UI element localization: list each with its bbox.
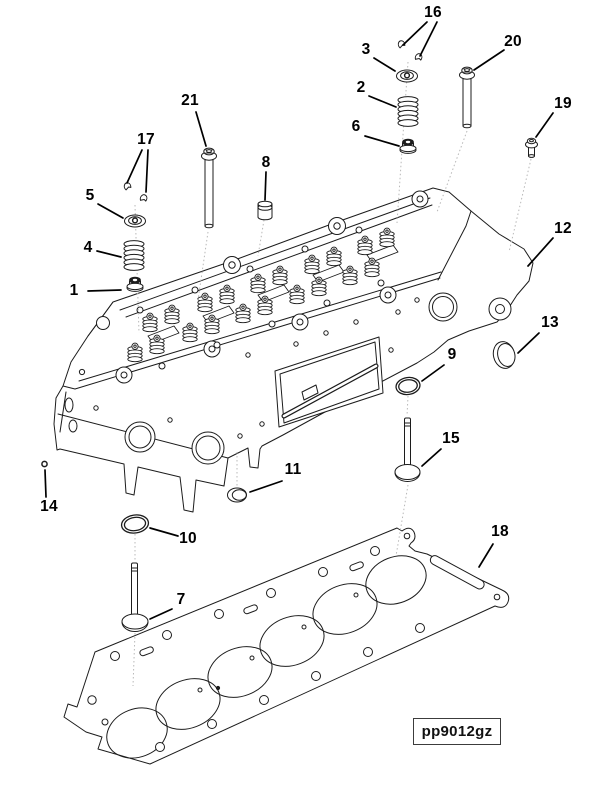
ball-plug-14 — [42, 461, 47, 466]
collet-pair-16 — [396, 39, 424, 62]
callout-8: 8 — [261, 154, 271, 171]
head-gasket-drawing — [64, 528, 509, 767]
callout-18: 18 — [491, 523, 509, 540]
callout-20: 20 — [504, 33, 522, 50]
callout-10: 10 — [179, 530, 197, 547]
flange-bolt-19 — [526, 138, 538, 157]
callout-16: 16 — [424, 4, 442, 21]
flange-bolt-20 — [460, 67, 475, 128]
seal-ring-10 — [120, 513, 149, 535]
spring-retainer-5 — [123, 214, 147, 228]
gasket-bores — [99, 547, 433, 766]
leader-lines — [45, 22, 553, 619]
callout-12: 12 — [554, 220, 572, 237]
callout-3: 3 — [361, 41, 371, 58]
stem-seal-6 — [399, 138, 417, 154]
part-code-text: pp9012gz — [421, 723, 493, 740]
callout-15: 15 — [442, 430, 460, 447]
callout-9: 9 — [447, 346, 457, 363]
callout-13: 13 — [541, 314, 559, 331]
callout-11: 11 — [284, 461, 302, 478]
cup-plug-13 — [491, 339, 518, 370]
spring-retainer-3 — [395, 69, 419, 83]
callout-14: 14 — [40, 498, 58, 515]
callout-7: 7 — [176, 591, 186, 608]
seal-ring-9 — [395, 376, 421, 396]
callout-2: 2 — [356, 79, 366, 96]
callout-1: 1 — [69, 282, 79, 299]
valve-spring-4 — [123, 240, 145, 271]
part-code-box: pp9012gz — [413, 718, 501, 745]
cylinder-head-drawing — [54, 188, 533, 512]
callout-17: 17 — [137, 131, 155, 148]
valve-15 — [395, 418, 420, 482]
front-cover-recess — [275, 337, 383, 427]
callout-6: 6 — [351, 118, 361, 135]
callout-5: 5 — [85, 187, 95, 204]
collet-pair-17 — [122, 181, 149, 203]
flange-bolt-21 — [202, 148, 217, 228]
valve-spring-2 — [397, 96, 419, 127]
stem-seal-1 — [126, 276, 144, 292]
valve-guide-8 — [258, 201, 272, 220]
callout-21: 21 — [181, 92, 199, 109]
cup-plug-11 — [228, 488, 247, 502]
valve-7 — [122, 563, 148, 632]
callout-4: 4 — [83, 239, 93, 256]
callout-19: 19 — [554, 95, 572, 112]
